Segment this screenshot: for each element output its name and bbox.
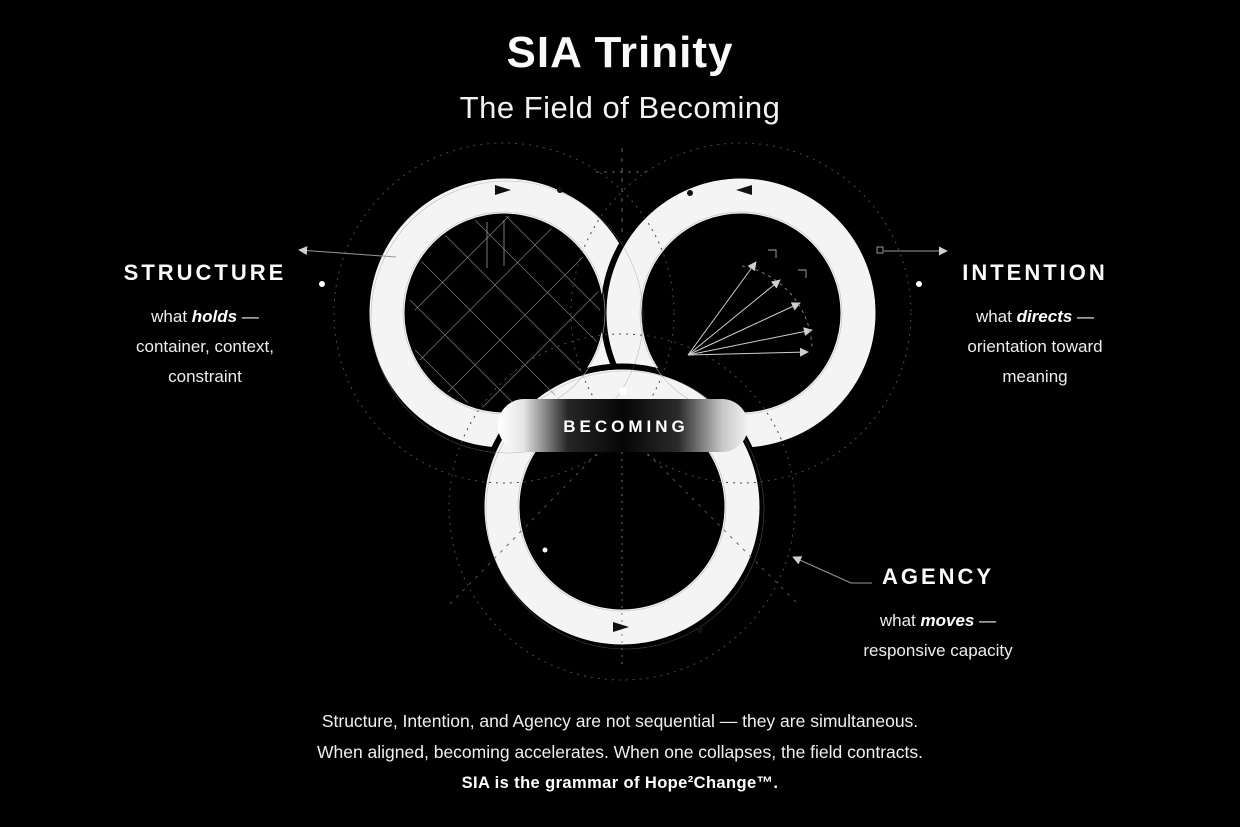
intention-desc-line2: orientation toward [967, 337, 1103, 356]
agency-desc-keyword: moves [920, 611, 975, 630]
footer: Structure, Intention, and Agency are not… [0, 706, 1240, 799]
connector-structure [298, 246, 397, 287]
footer-line-1: Structure, Intention, and Agency are not… [321, 711, 919, 731]
agency-desc-pre: what [879, 611, 921, 630]
dashed-spokes [447, 427, 801, 668]
structure-description: what holds — container, context, constra… [75, 302, 335, 392]
structure-desc-keyword: holds [191, 307, 238, 326]
ring-direction-arrows [495, 185, 752, 633]
agency-desc-line2: responsive capacity [863, 641, 1013, 660]
node-agency: AGENCY what moves — responsive capacity [808, 564, 1068, 666]
intention-description: what directs — orientation toward meanin… [905, 302, 1165, 392]
page-subtitle: The Field of Becoming [459, 90, 781, 125]
intention-desc-keyword: directs [1016, 307, 1073, 326]
intention-label: INTENTION [962, 260, 1108, 285]
becoming-band: BECOMING [498, 387, 748, 452]
footer-line-2: When aligned, becoming accelerates. When… [316, 742, 924, 762]
top-axis-sketch [596, 148, 648, 238]
node-structure: STRUCTURE what holds — container, contex… [75, 260, 335, 392]
connector-agency [792, 556, 872, 584]
connector-intention [876, 246, 948, 287]
becoming-label: BECOMING [563, 417, 689, 436]
agency-description: what moves — responsive capacity [808, 606, 1068, 666]
structure-desc-line2: container, context, [136, 337, 274, 356]
agency-desc-post: — [974, 611, 997, 630]
structure-ring-sketch [409, 216, 601, 410]
page-title: SIA Trinity [506, 28, 734, 77]
structure-desc-line3: constraint [168, 367, 242, 386]
intention-desc-post: — [1072, 307, 1095, 326]
intention-desc-pre: what [975, 307, 1017, 326]
intention-desc-line3: meaning [1002, 367, 1068, 386]
intention-ring-sketch [687, 249, 813, 357]
agency-label: AGENCY [881, 564, 995, 589]
footer-line-3: SIA is the grammar of Hope²Change™. [461, 774, 779, 792]
node-intention: INTENTION what directs — orientation tow… [905, 260, 1165, 392]
structure-label: STRUCTURE [123, 260, 287, 285]
structure-desc-pre: what [151, 307, 192, 326]
center-point [619, 387, 627, 395]
structure-desc-post: — [237, 307, 259, 326]
